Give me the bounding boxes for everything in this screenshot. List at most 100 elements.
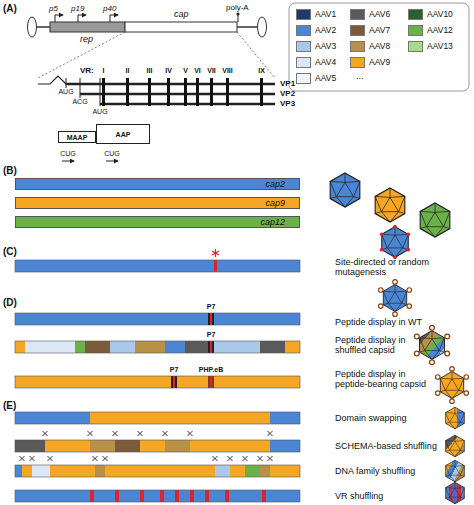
bar-segment: [270, 465, 300, 477]
gene-name: cap9: [265, 199, 285, 208]
vr-stripe: [196, 78, 199, 106]
cap-gene-bar: cap2: [15, 178, 300, 190]
bar-segment: [190, 440, 270, 452]
orf-box: AAP: [96, 124, 150, 144]
vr-swap: [190, 490, 194, 502]
gene-name: cap2: [265, 180, 285, 189]
peptide-label: P7: [207, 331, 216, 339]
itr-symbol: [28, 17, 37, 37]
bar-segment: [90, 412, 270, 424]
vr-swaps: [90, 490, 266, 502]
vr-swap: [140, 490, 144, 502]
cap-gene-bar: cap9: [15, 197, 300, 209]
orf-name: AAP: [116, 131, 131, 138]
vr-label: I: [103, 67, 105, 75]
legend-text: AAV6: [369, 9, 390, 20]
bar-outline: [15, 465, 300, 477]
promoter-arrow: [78, 15, 86, 22]
orf-name: MAAP: [67, 134, 88, 141]
peptide-loops: [414, 325, 449, 364]
vr-label: III: [147, 67, 153, 75]
bar-segment: [135, 341, 165, 353]
method-caption: Peptide display in WT: [335, 318, 422, 328]
vr-heading: VR:: [80, 67, 94, 76]
bar-outline: [15, 341, 300, 353]
vr-label: VI: [194, 67, 201, 75]
vr-swap: [205, 490, 209, 502]
capsid-icon: [440, 372, 463, 399]
vr-label: VIII: [222, 67, 233, 75]
vr-label: IX: [258, 67, 265, 75]
peptide-loops: [379, 280, 412, 317]
promoter-label: p5: [49, 5, 58, 14]
vr-stripe: [226, 78, 229, 106]
peptide-mark-core: [210, 341, 212, 353]
bar-segment: [110, 341, 135, 353]
bar-outline: [15, 490, 300, 502]
start-arrow: [106, 161, 118, 162]
capsid-icon: [382, 227, 409, 258]
peptide-mark: [171, 376, 177, 388]
legend-text: AAV8: [369, 41, 390, 52]
legend-text: AAV5: [315, 73, 336, 84]
method-caption: Peptide display in peptide-bearing capsi…: [335, 370, 435, 390]
legend-swatch: [296, 41, 311, 52]
bar-segment: [50, 465, 95, 477]
vr-stripe: [210, 78, 213, 106]
bar-segment: [45, 440, 90, 452]
bar-segment: [95, 465, 105, 477]
vr-label: IV: [165, 67, 172, 75]
legend-text: AAV2: [315, 25, 336, 36]
bar-segment: [230, 465, 245, 477]
bar-segment: [75, 341, 85, 353]
legend-swatch: [296, 9, 311, 20]
bar-segment: [214, 341, 260, 353]
capsid-icon: [383, 285, 406, 312]
family-shuffle-bar: [15, 456, 300, 477]
capsid-icon: [446, 460, 465, 482]
bar-segment: [185, 341, 208, 353]
crossover-marks: [43, 431, 273, 436]
method-caption: SCHEMA-based shuffling: [335, 442, 437, 452]
bar-segment: [260, 341, 285, 353]
method-caption: VR shuffling: [335, 492, 383, 502]
vr-stripe: [148, 78, 151, 106]
bar-segment: [32, 465, 50, 477]
peptide-mark: [208, 376, 214, 388]
domain-swap-bar: [15, 412, 300, 424]
legend-text: AAV4: [315, 57, 336, 68]
bar-segment: [140, 440, 165, 452]
bar-segment: [22, 465, 32, 477]
bar-segment: [270, 412, 300, 424]
panel-letter: (C): [3, 246, 17, 257]
capsid-icon: [375, 188, 405, 222]
vr-label: VII: [207, 67, 216, 75]
bar-segment: [15, 490, 300, 502]
bar-segment: [115, 440, 140, 452]
legend-swatch: [350, 25, 365, 36]
start-arrow: [62, 161, 74, 162]
codon-label: ACG: [72, 98, 87, 106]
genome-map: [28, 12, 267, 37]
bar-segment: [85, 341, 110, 353]
capsid-icon: [446, 407, 465, 429]
vr-label: II: [126, 67, 130, 75]
itr-symbol: [258, 17, 267, 37]
mutation-dots: [380, 225, 410, 259]
promoter-label: p19: [71, 5, 84, 14]
legend-swatch: [296, 57, 311, 68]
orf-box: MAAP: [58, 131, 96, 143]
vr-stripes: [102, 78, 263, 106]
legend-swatch: [350, 57, 365, 68]
vr-stripe: [126, 78, 129, 106]
capsid-icon: [446, 482, 465, 504]
schema-bar: [15, 431, 300, 452]
peptide-label: P7: [170, 366, 179, 374]
capsid-icon: [330, 173, 360, 207]
legend-text: AAV7: [369, 25, 390, 36]
vr-swap: [175, 490, 179, 502]
bar-segment: [165, 341, 185, 353]
legend-text: AAV1: [315, 9, 336, 20]
capsid-icon: [420, 203, 450, 237]
splice-line: [38, 76, 66, 84]
